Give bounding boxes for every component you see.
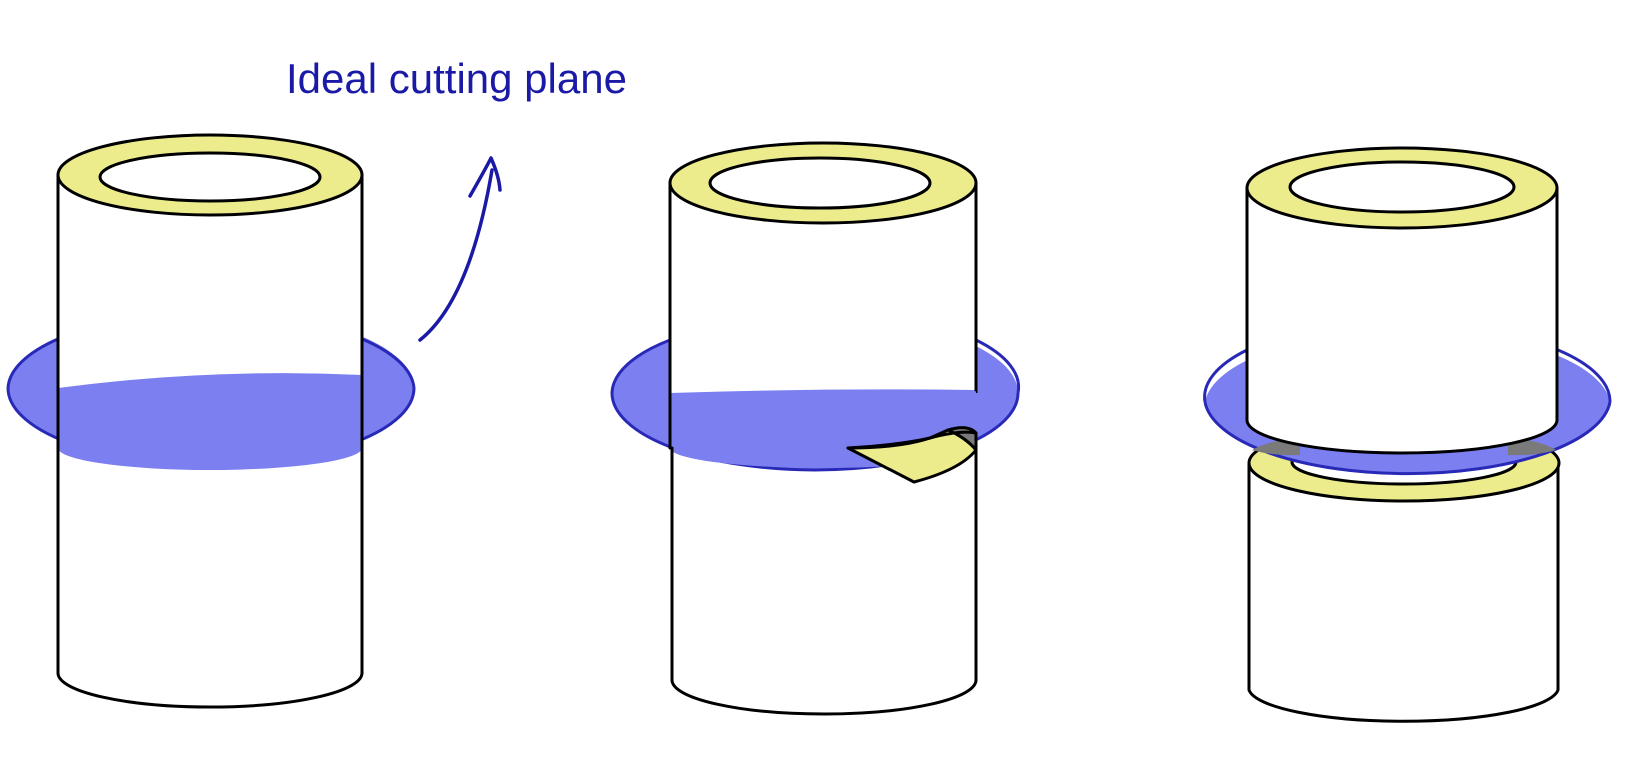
ideal-cutting-plane-label: Ideal cutting plane	[286, 55, 627, 102]
annotation-arrow	[418, 168, 494, 342]
plane-right-edge	[975, 338, 1021, 394]
plane-section-in-body	[58, 373, 362, 470]
tube-bore	[98, 151, 322, 203]
plane-right-edge	[1557, 348, 1612, 403]
lower-cylinder-body	[670, 438, 978, 716]
crack-edge	[846, 430, 978, 450]
annotation-arrowhead	[468, 156, 502, 198]
plane-left-edge	[610, 338, 671, 394]
panel-fully-cut-tube	[1203, 146, 1612, 723]
tube-bore	[1288, 160, 1516, 214]
tube-bore	[708, 156, 932, 210]
upper-cylinder-body	[1245, 186, 1559, 455]
plane-left-edge	[1203, 348, 1248, 403]
panel-partially-cut-tube	[610, 141, 1021, 716]
plane-right-edge	[361, 337, 416, 389]
plane-left-edge	[6, 337, 59, 389]
lower-cylinder-body	[1247, 463, 1560, 723]
panel-uncut-tube	[6, 133, 416, 709]
